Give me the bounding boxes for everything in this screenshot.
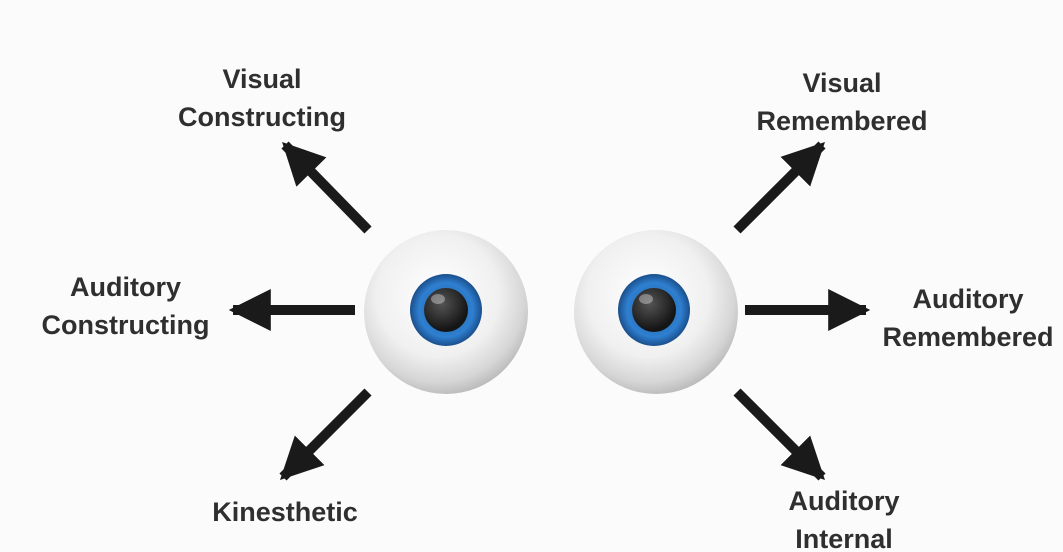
label-line: Auditory <box>873 280 1063 318</box>
left-eye-highlight <box>431 294 445 304</box>
arrow-up-right <box>737 145 822 230</box>
label-line: Kinesthetic <box>200 493 370 531</box>
arrow-up-left <box>285 145 368 230</box>
label-line: Internal <box>778 520 910 552</box>
arrow-down-right <box>737 392 822 477</box>
label-line: Visual <box>163 60 361 98</box>
label-line: Visual <box>742 64 942 102</box>
label-auditory-remembered: Auditory Remembered <box>873 280 1063 356</box>
label-visual-constructing: Visual Constructing <box>163 60 361 136</box>
label-line: Remembered <box>873 318 1063 356</box>
label-auditory-internal: Auditory Internal <box>778 482 910 552</box>
left-eye <box>364 230 528 394</box>
label-kinesthetic: Kinesthetic <box>200 493 370 531</box>
right-eye-highlight <box>639 294 653 304</box>
label-line: Constructing <box>27 306 224 344</box>
label-line: Auditory <box>778 482 910 520</box>
label-line: Constructing <box>163 98 361 136</box>
arrow-down-left <box>283 392 368 477</box>
right-pupil <box>632 288 676 332</box>
label-auditory-constructing: Auditory Constructing <box>27 268 224 344</box>
label-line: Auditory <box>27 268 224 306</box>
label-line: Remembered <box>742 102 942 140</box>
label-visual-remembered: Visual Remembered <box>742 64 942 140</box>
left-pupil <box>424 288 468 332</box>
right-eye <box>574 230 738 394</box>
